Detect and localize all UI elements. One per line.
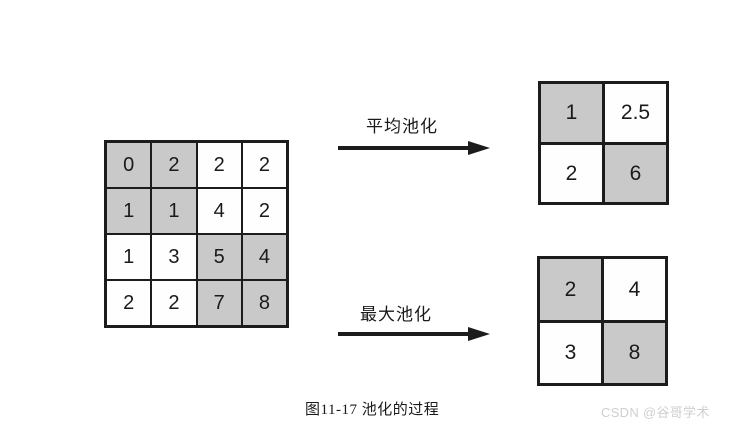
max-output-cell-r1c0: 3 [540, 322, 601, 383]
input-cell-r1c0: 1 [107, 189, 151, 233]
input-cell-r2c2: 5 [197, 235, 241, 279]
figure-caption: 图11-17 池化的过程 [305, 402, 440, 418]
input-cell-r3c3: 8 [242, 281, 286, 325]
input-cell-r1c2: 4 [197, 189, 241, 233]
input-cell-r3c2: 7 [197, 281, 241, 325]
avg-output-cell-r0c1: 2.5 [605, 84, 666, 142]
average-pooling-arrow-icon [338, 141, 490, 155]
max-pooling-label: 最大池化 [360, 305, 432, 324]
input-cell-r3c1: 2 [152, 281, 196, 325]
input-cell-r2c1: 3 [152, 235, 196, 279]
max-output-cell-r0c1: 4 [604, 259, 665, 320]
average-pooling-output-grid: 1 2.5 2 6 [538, 81, 669, 205]
input-feature-map-grid: 0 2 2 2 1 1 4 2 1 3 5 4 2 2 7 8 [104, 140, 289, 328]
max-output-cell-r0c0: 2 [540, 259, 601, 320]
input-cell-r3c0: 2 [107, 281, 151, 325]
input-cell-r2c3: 4 [242, 235, 286, 279]
average-pooling-label: 平均池化 [366, 117, 438, 136]
input-cell-r0c0: 0 [107, 143, 151, 187]
input-cell-r2c0: 1 [107, 235, 151, 279]
input-cell-r0c3: 2 [242, 143, 286, 187]
avg-output-cell-r1c1: 6 [605, 144, 666, 202]
max-output-cell-r1c1: 8 [604, 322, 665, 383]
input-cell-r1c1: 1 [152, 189, 196, 233]
input-cell-r0c1: 2 [152, 143, 196, 187]
avg-output-cell-r1c0: 2 [541, 144, 602, 202]
avg-output-cell-r0c0: 1 [541, 84, 602, 142]
input-cell-r1c3: 2 [242, 189, 286, 233]
csdn-watermark: CSDN @谷哥学术 [601, 405, 710, 420]
max-pooling-arrow-icon [338, 327, 490, 341]
input-cell-r0c2: 2 [197, 143, 241, 187]
max-pooling-output-grid: 2 4 3 8 [537, 256, 668, 386]
